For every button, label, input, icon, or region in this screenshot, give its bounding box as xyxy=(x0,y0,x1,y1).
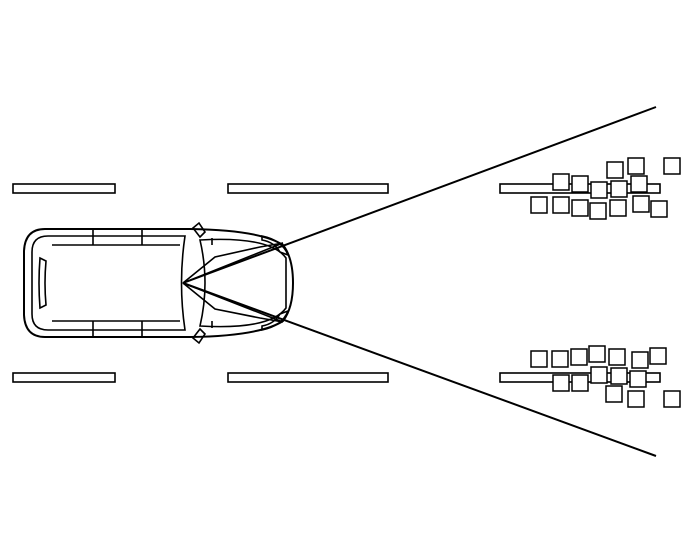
vehicle-roof xyxy=(31,235,186,331)
object-box xyxy=(590,366,608,384)
windshield-wedge-lower xyxy=(182,282,284,323)
lane-dash xyxy=(227,183,389,194)
object-box xyxy=(589,202,607,220)
side-mirror-left xyxy=(191,221,207,239)
side-mirror-right xyxy=(191,327,207,345)
object-box xyxy=(571,175,589,193)
headlight-right xyxy=(261,309,290,331)
object-box xyxy=(629,370,647,388)
vehicle-top-view xyxy=(23,221,295,345)
lane-dash xyxy=(227,372,389,383)
hood xyxy=(199,238,287,328)
object-box xyxy=(631,351,649,369)
object-box xyxy=(627,157,645,175)
object-box xyxy=(663,390,681,408)
rear-window xyxy=(38,256,47,310)
sensor-field-of-view xyxy=(182,106,657,457)
object-box xyxy=(606,161,624,179)
object-box xyxy=(571,374,589,392)
object-box xyxy=(530,350,548,368)
windshield-wedge xyxy=(182,242,284,284)
fov-line-upper xyxy=(182,106,657,284)
object-box xyxy=(632,195,650,213)
fov-line-lower xyxy=(182,282,657,457)
roadside-objects-upper xyxy=(530,157,681,220)
lane-dash xyxy=(12,183,116,194)
object-box xyxy=(571,199,589,217)
object-box xyxy=(552,374,570,392)
object-box xyxy=(663,157,681,175)
object-box xyxy=(649,347,667,365)
object-box xyxy=(588,345,606,363)
object-box xyxy=(610,367,628,385)
lane-dash xyxy=(12,372,116,383)
object-box xyxy=(530,196,548,214)
object-box xyxy=(552,173,570,191)
object-box xyxy=(650,200,668,218)
object-box xyxy=(610,180,628,198)
object-box xyxy=(570,348,588,366)
object-box xyxy=(552,196,570,214)
object-box xyxy=(590,181,608,199)
object-box xyxy=(551,350,569,368)
headlight-left xyxy=(261,235,290,257)
object-box xyxy=(627,390,645,408)
object-box xyxy=(605,385,623,403)
roadside-objects-lower xyxy=(530,345,681,408)
object-box xyxy=(608,348,626,366)
object-box xyxy=(630,175,648,193)
object-box xyxy=(609,199,627,217)
